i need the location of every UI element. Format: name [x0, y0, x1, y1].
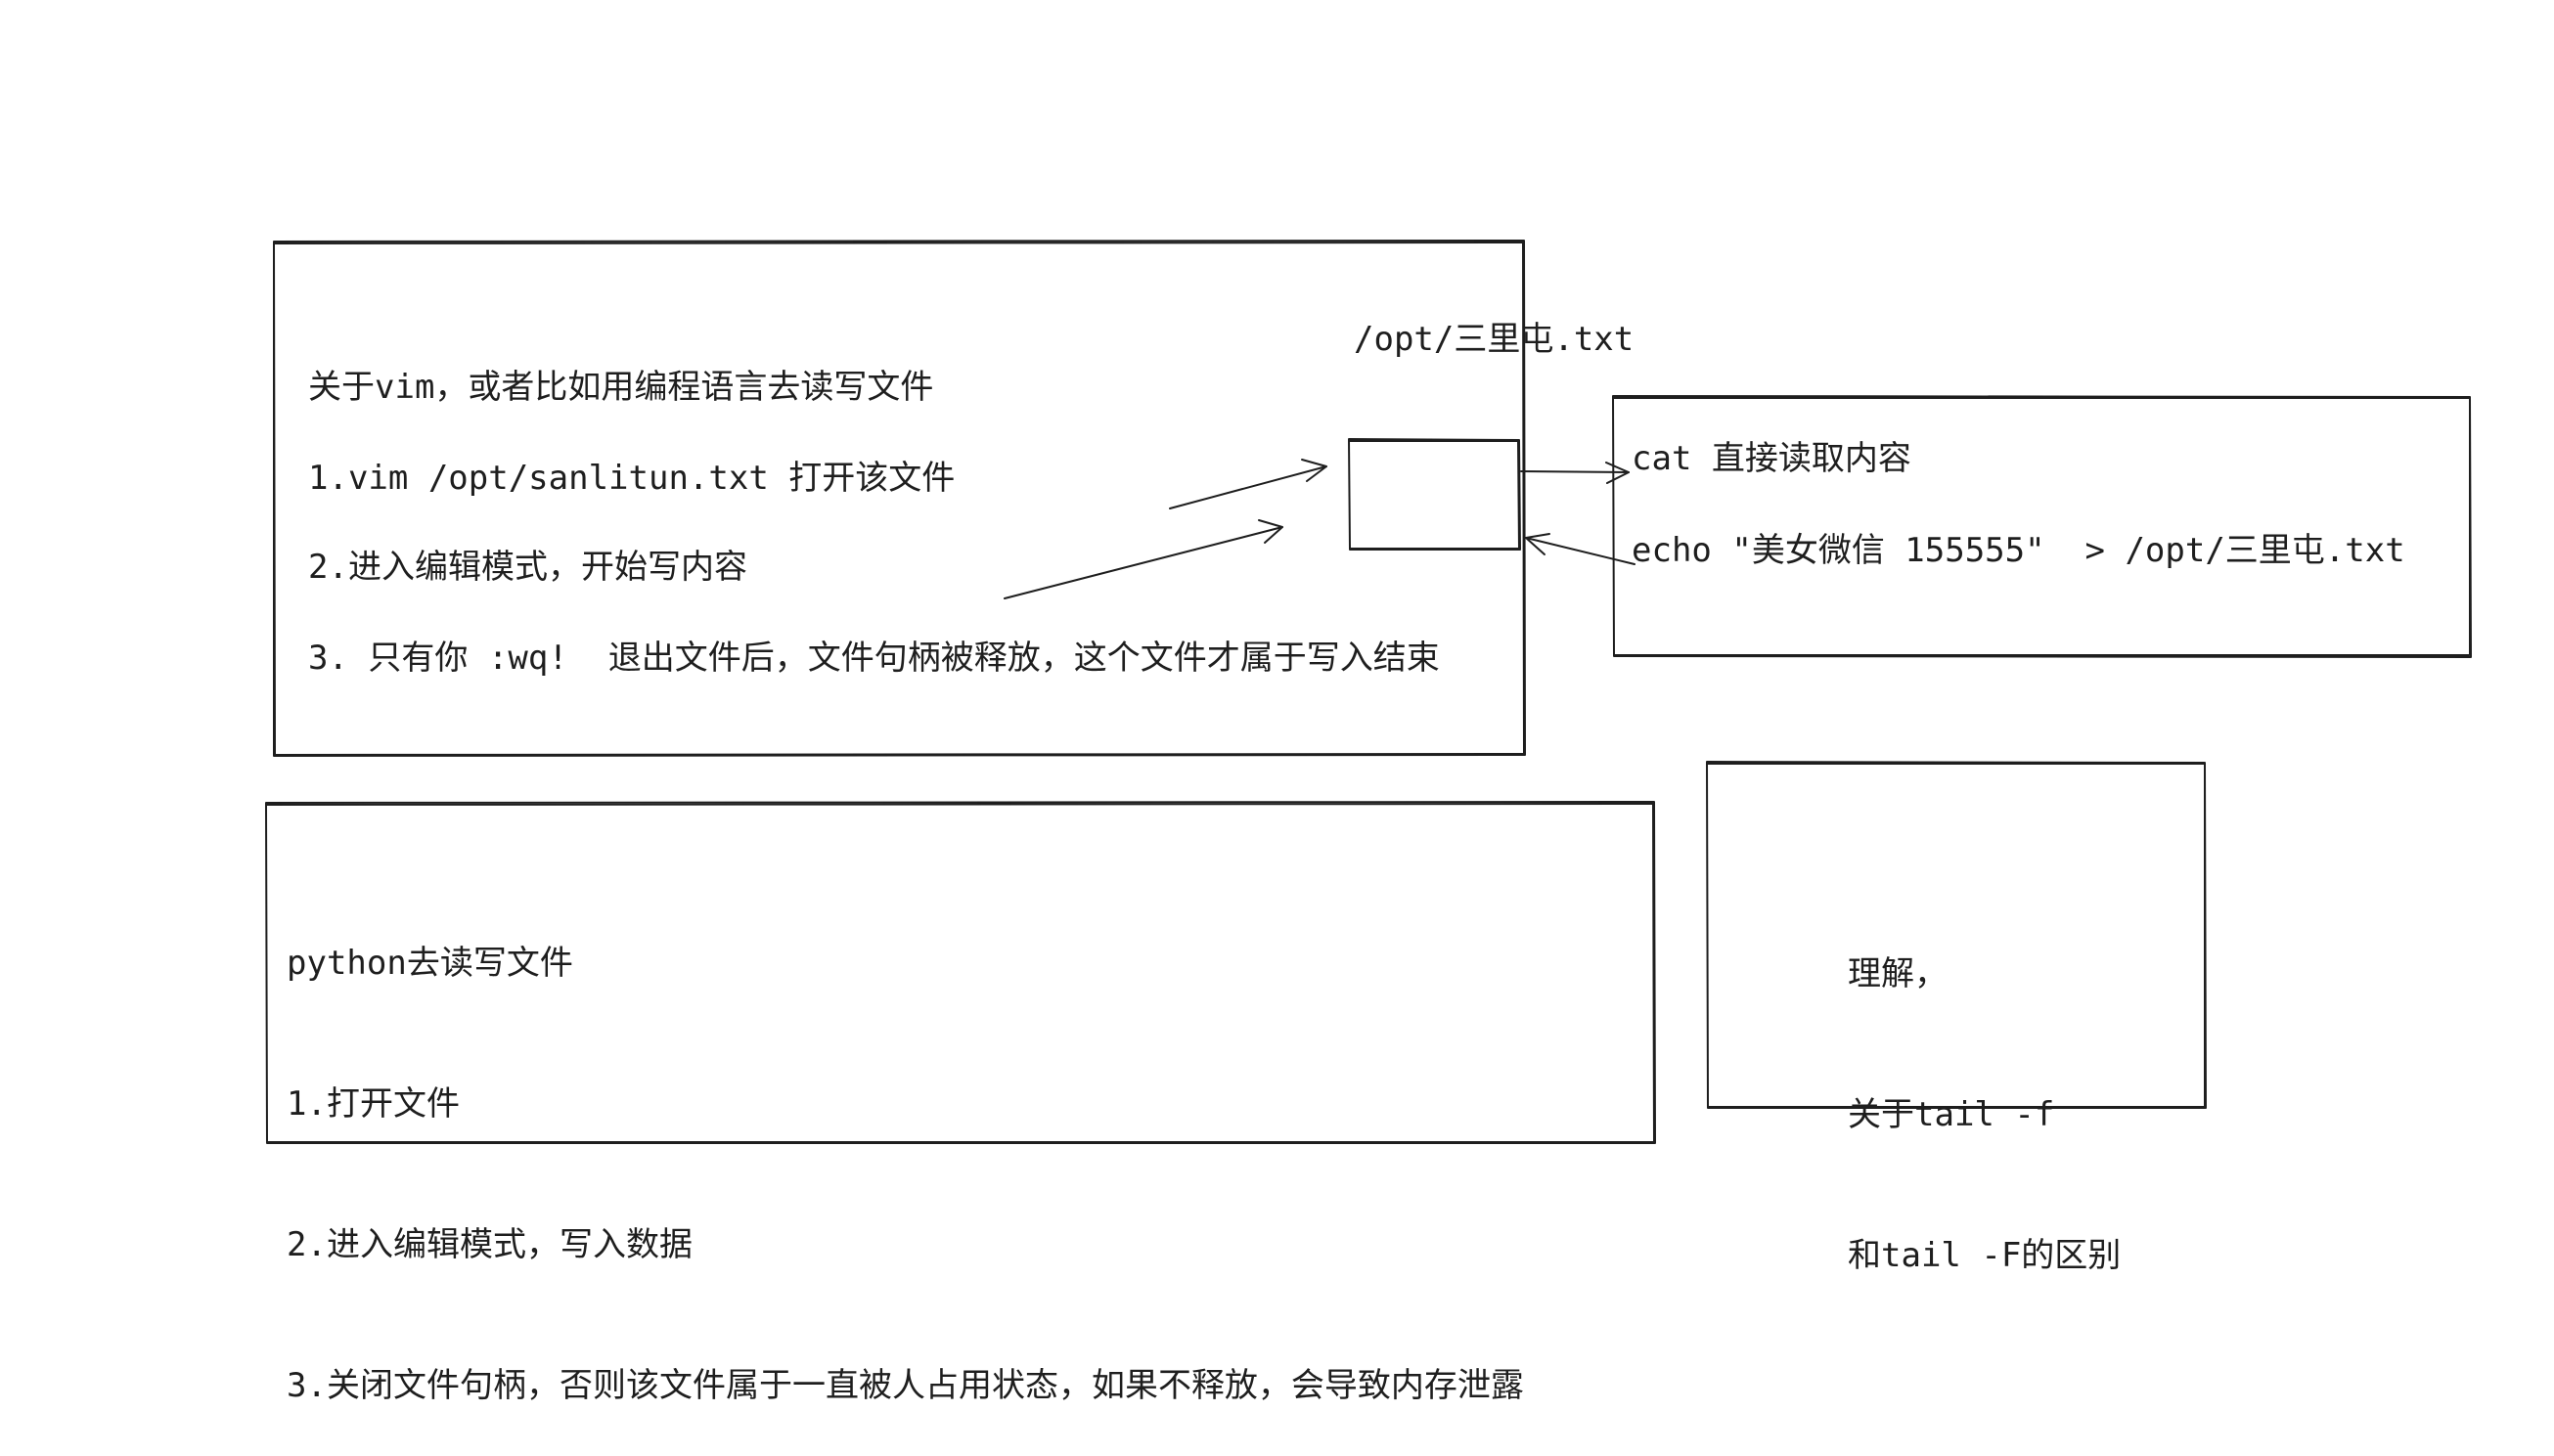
- arrow-vim-to-file-lower: [1004, 519, 1283, 599]
- vim-box-step-2: 2.进入编辑模式，开始写内容: [308, 548, 747, 587]
- vim-box-step-1: 1.vim /opt/sanlitun.txt 打开该文件: [308, 459, 956, 498]
- arrow-vim-to-file-upper: [1169, 459, 1327, 509]
- whiteboard-canvas: [265, 240, 2472, 1144]
- tail-line-1: 理解，: [1848, 954, 1948, 993]
- arrow-echo-to-file: [1525, 533, 1635, 565]
- file-node-frame: [1348, 438, 1521, 551]
- python-box-text: python去读写文件 1.打开文件 2.进入编辑模式，写入数据 3.关闭文件句…: [287, 846, 1524, 1456]
- shell-box-frame: [1612, 395, 2472, 658]
- shell-cat-line: cat 直接读取内容: [1632, 439, 1911, 478]
- python-line-title: python去读写文件: [287, 944, 573, 983]
- python-line-step-3: 3.关闭文件句柄，否则该文件属于一直被人占用状态，如果不释放，会导致内存泄露: [287, 1366, 1524, 1405]
- python-box-frame: [265, 801, 1656, 1144]
- tail-line-3: 和tail -F的区别: [1848, 1236, 2122, 1275]
- python-line-step-1: 1.打开文件: [287, 1084, 460, 1124]
- shell-echo-line: echo "美女微信 155555" > /opt/三里屯.txt: [1632, 531, 2405, 570]
- arrow-file-to-cat: [1520, 462, 1630, 484]
- vim-box-step-3: 3. 只有你 :wq! 退出文件后，文件句柄被释放，这个文件才属于写入结束: [308, 639, 1440, 678]
- file-node-label: /opt/三里屯.txt: [1354, 320, 1635, 359]
- vim-box-frame: [273, 240, 1526, 757]
- tail-box-text: 理解， 关于tail -f 和tail -F的区别: [1848, 857, 2121, 1326]
- vim-box-title: 关于vim，或者比如用编程语言去读写文件: [308, 368, 934, 407]
- tail-line-2: 关于tail -f: [1848, 1095, 2055, 1134]
- tail-box-frame: [1706, 761, 2207, 1109]
- python-line-step-2: 2.进入编辑模式，写入数据: [287, 1225, 693, 1264]
